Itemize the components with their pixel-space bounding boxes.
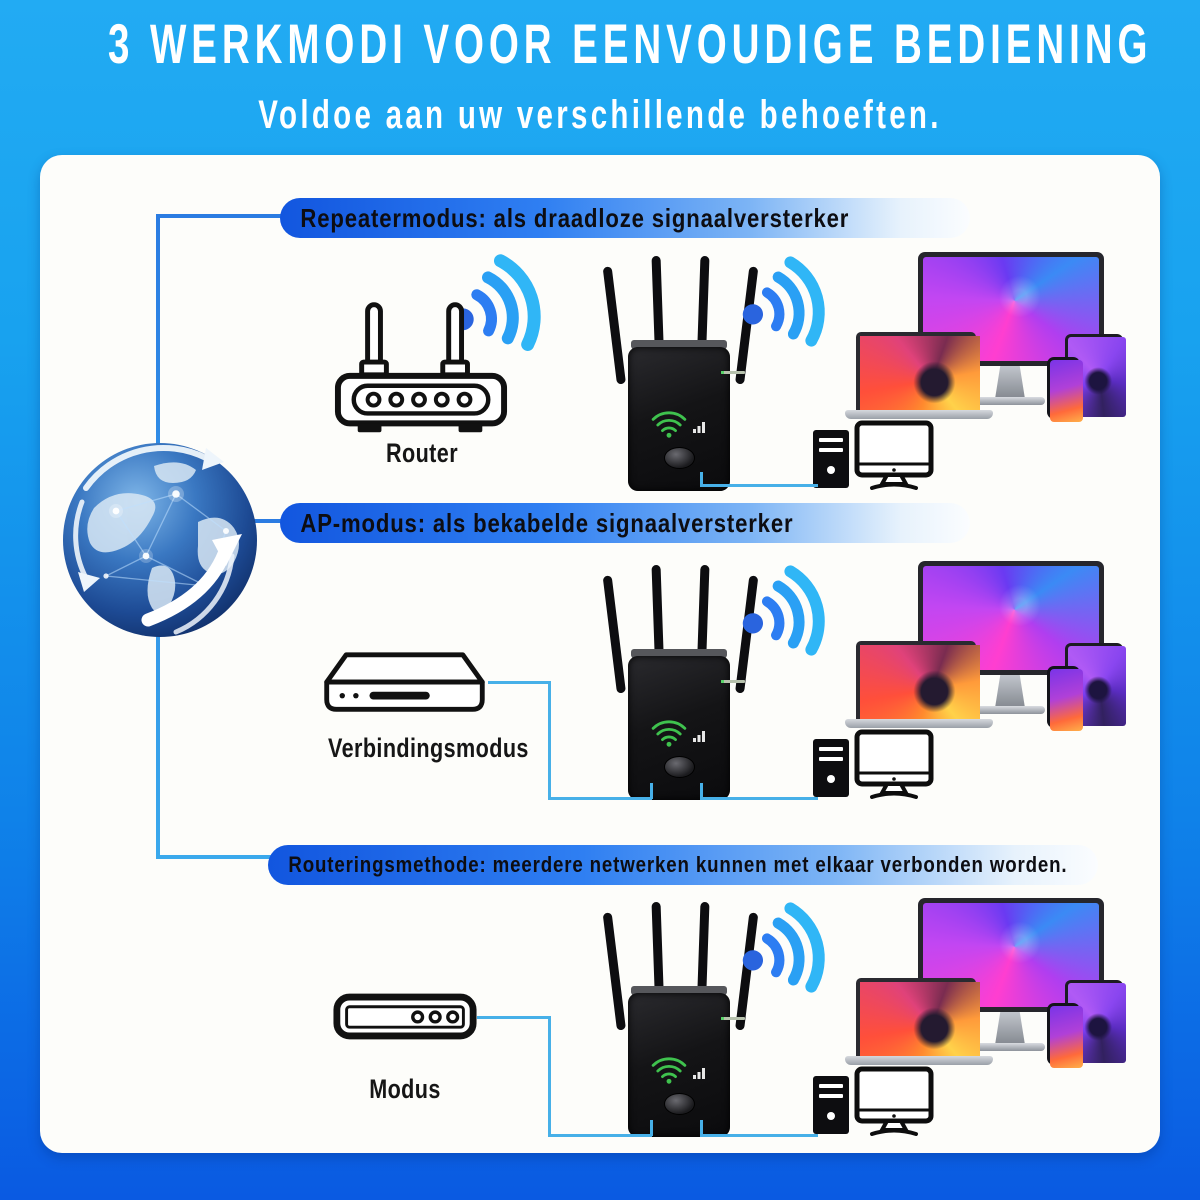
connector-line (230, 519, 288, 523)
source-label: Verbindingsmodus (328, 733, 529, 763)
wifi-signal-icon (727, 555, 842, 675)
wifi-signal-icon (727, 246, 842, 366)
repeater-antenna (602, 912, 626, 1031)
pc-set (810, 729, 940, 799)
mode-banner-routing: Routeringsmethode: meerdere netwerken ku… (268, 845, 1098, 885)
router-icon (332, 298, 510, 434)
power-led (827, 775, 835, 783)
monitor-base (975, 706, 1045, 714)
ethernet-cable (700, 484, 818, 487)
repeater-body (628, 993, 745, 1137)
device-cluster (840, 248, 1140, 428)
mode-row-routing: Modus (0, 886, 1200, 1200)
monitor-outline-icon (854, 420, 934, 490)
page-title: 3 WERKMODI VOOR EENVOUDIGE BEDIENING (108, 12, 1153, 75)
wifi-signal-icon (727, 892, 842, 1012)
phone-screen (1050, 669, 1083, 731)
ethernet-cable (700, 1120, 703, 1136)
repeater-antenna (602, 575, 626, 694)
repeater-top-cap (631, 649, 727, 658)
laptop-screen (860, 336, 980, 416)
pc-tower-icon (813, 739, 849, 797)
device-cluster (840, 894, 1140, 1074)
repeater-top-cap (631, 986, 727, 995)
mode-row-repeater: Router (0, 240, 1200, 570)
wps-button (664, 756, 695, 778)
wifi-waves (742, 565, 825, 656)
laptop-base (845, 410, 993, 419)
mode-row-ap: Verbindingsmodus (0, 549, 1200, 879)
device-cluster (840, 557, 1140, 737)
repeater-antenna (602, 266, 626, 385)
page-subtitle: Voldoe aan uw verschillende behoeften. (258, 91, 942, 137)
repeater-body (628, 656, 745, 800)
globe-icon (56, 436, 264, 644)
ethernet-cable (700, 797, 818, 800)
monitor-base (975, 1043, 1045, 1051)
signal-bars-icon (693, 1068, 705, 1079)
smartphone (1047, 357, 1083, 422)
connector-line (156, 855, 276, 859)
signal-bars-icon (693, 422, 705, 433)
laptop-base (845, 1056, 993, 1065)
monitor-outline-icon (854, 1066, 934, 1136)
ethernet-cable (548, 1134, 652, 1137)
laptop-screen (860, 982, 980, 1062)
monitor-outline-icon (854, 729, 934, 799)
repeater-device (602, 900, 759, 1140)
source-label: Router (386, 438, 458, 468)
signal-bars-icon (693, 731, 705, 742)
switch-box-icon (332, 992, 478, 1042)
ethernet-cable (700, 1134, 818, 1137)
wps-button (664, 447, 695, 469)
wifi-waves (742, 256, 825, 347)
ethernet-cable (700, 783, 703, 799)
ethernet-cable (548, 1016, 551, 1137)
repeater-body (628, 347, 745, 491)
smartphone (1047, 666, 1083, 731)
ethernet-cable (548, 681, 551, 800)
repeater-top-cap (631, 340, 727, 349)
monitor-stand (995, 674, 1025, 708)
power-led (827, 1112, 835, 1120)
banner-text: Repeatermodus: als draadloze signaalvers… (300, 202, 850, 233)
laptop (856, 641, 980, 725)
laptop-base (845, 719, 993, 728)
phone-screen (1050, 360, 1083, 422)
repeater-device (602, 563, 759, 803)
pc-set (810, 420, 940, 490)
ethernet-cable (488, 681, 550, 684)
source-label: Modus (369, 1074, 441, 1104)
monitor-base (975, 397, 1045, 405)
laptop (856, 332, 980, 416)
wifi-waves (742, 902, 825, 993)
ethernet-cable (548, 797, 652, 800)
connector-line (156, 214, 288, 218)
smartphone (1047, 1003, 1083, 1068)
power-led (827, 466, 835, 474)
modem-icon (318, 649, 490, 715)
ethernet-cable (650, 1120, 653, 1136)
banner-text: Routeringsmethode: meerdere netwerken ku… (288, 852, 1068, 877)
wps-button (664, 1093, 695, 1115)
green-wifi-icon (651, 1057, 687, 1084)
phone-screen (1050, 1006, 1083, 1068)
mode-banner-repeater: Repeatermodus: als draadloze signaalvers… (280, 198, 970, 238)
banner-text: AP-modus: als bekabelde signaalversterke… (300, 507, 794, 538)
repeater-device (602, 254, 759, 494)
ethernet-cable (700, 472, 703, 487)
green-wifi-icon (651, 411, 687, 438)
laptop (856, 978, 980, 1062)
pc-tower-icon (813, 430, 849, 488)
pc-set (810, 1066, 940, 1136)
pc-tower-icon (813, 1076, 849, 1134)
green-wifi-icon (651, 720, 687, 747)
mode-banner-ap: AP-modus: als bekabelde signaalversterke… (280, 503, 970, 543)
laptop-screen (860, 645, 980, 725)
monitor-stand (995, 1011, 1025, 1045)
ethernet-cable (477, 1016, 551, 1019)
monitor-stand (995, 365, 1025, 399)
ethernet-cable (650, 783, 653, 799)
